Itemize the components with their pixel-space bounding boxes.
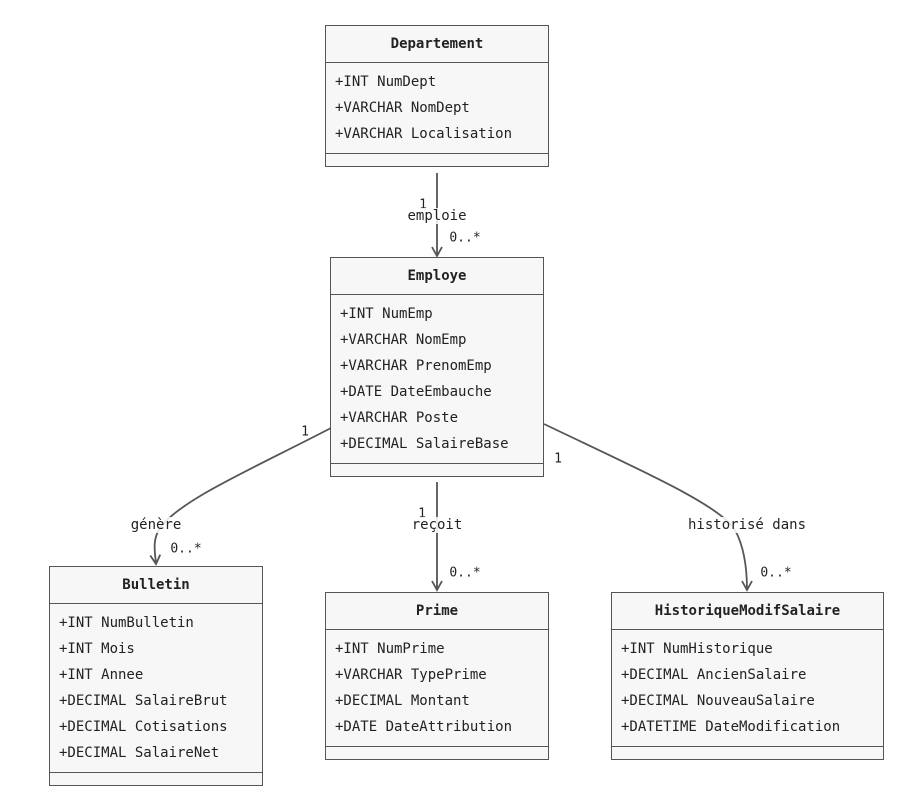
attribute: +INT NumBulletin: [59, 615, 194, 631]
attribute-list: +INT NumEmp +VARCHAR NomEmp +VARCHAR Pre…: [331, 295, 543, 464]
attribute: +DATE DateEmbauche: [340, 384, 492, 400]
attribute: +DATE DateAttribution: [335, 719, 513, 735]
attribute: +VARCHAR PrenomEmp: [340, 358, 492, 374]
method-compartment: [326, 154, 548, 166]
attribute-list: +INT NumBulletin +INT Mois +INT Annee +D…: [50, 604, 262, 773]
edge-historise: [543, 423, 753, 592]
multiplicity-target: 0..*: [760, 565, 792, 581]
class-historique-modif-salaire: HistoriqueModifSalaire +INT NumHistoriqu…: [611, 592, 884, 760]
relation-label-genere: génère: [128, 517, 184, 533]
attribute-list: +INT NumPrime +VARCHAR TypePrime +DECIMA…: [326, 630, 548, 747]
attribute: +INT NumDept: [335, 74, 437, 90]
class-title: Departement: [326, 26, 548, 63]
multiplicity-source: 1: [419, 197, 427, 213]
method-compartment: [612, 747, 883, 759]
attribute: +INT Mois: [59, 641, 135, 657]
edge-genere: [149, 427, 332, 566]
attribute: +DECIMAL Cotisations: [59, 719, 228, 735]
attribute: +INT NumPrime: [335, 641, 445, 657]
relation-label-recoit: reçoit: [409, 517, 465, 533]
method-compartment: [50, 773, 262, 785]
multiplicity-source: 1: [418, 506, 426, 522]
attribute-list: +INT NumHistorique +DECIMAL AncienSalair…: [612, 630, 883, 747]
attribute: +VARCHAR NomEmp: [340, 332, 467, 348]
class-title: Prime: [326, 593, 548, 630]
attribute-list: +INT NumDept +VARCHAR NomDept +VARCHAR L…: [326, 63, 548, 154]
method-compartment: [331, 464, 543, 476]
attribute: +DECIMAL SalaireNet: [59, 745, 220, 761]
class-title: HistoriqueModifSalaire: [612, 593, 883, 630]
class-employe: Employe +INT NumEmp +VARCHAR NomEmp +VAR…: [330, 257, 544, 477]
class-title: Employe: [331, 258, 543, 295]
attribute: +DECIMAL Montant: [335, 693, 470, 709]
attribute: +VARCHAR Poste: [340, 410, 459, 426]
attribute: +DECIMAL SalaireBase: [340, 436, 509, 452]
class-title: Bulletin: [50, 567, 262, 604]
multiplicity-target: 0..*: [449, 565, 481, 581]
relation-label-historise: historisé dans: [685, 517, 809, 533]
multiplicity-target: 0..*: [449, 230, 481, 246]
class-departement: Departement +INT NumDept +VARCHAR NomDep…: [325, 25, 549, 167]
multiplicity-target: 0..*: [170, 541, 202, 557]
relation-label-emploie: emploie: [405, 208, 469, 224]
multiplicity-source: 1: [301, 424, 309, 440]
attribute: +INT NumHistorique: [621, 641, 773, 657]
attribute: +INT Annee: [59, 667, 144, 683]
attribute: +DECIMAL AncienSalaire: [621, 667, 807, 683]
multiplicity-source: 1: [554, 451, 562, 467]
class-prime: Prime +INT NumPrime +VARCHAR TypePrime +…: [325, 592, 549, 760]
attribute: +VARCHAR TypePrime: [335, 667, 487, 683]
method-compartment: [326, 747, 548, 759]
class-bulletin: Bulletin +INT NumBulletin +INT Mois +INT…: [49, 566, 263, 786]
attribute: +INT NumEmp: [340, 306, 433, 322]
attribute: +DECIMAL NouveauSalaire: [621, 693, 815, 709]
attribute: +VARCHAR Localisation: [335, 126, 513, 142]
attribute: +VARCHAR NomDept: [335, 100, 470, 116]
attribute: +DECIMAL SalaireBrut: [59, 693, 228, 709]
attribute: +DATETIME DateModification: [621, 719, 841, 735]
